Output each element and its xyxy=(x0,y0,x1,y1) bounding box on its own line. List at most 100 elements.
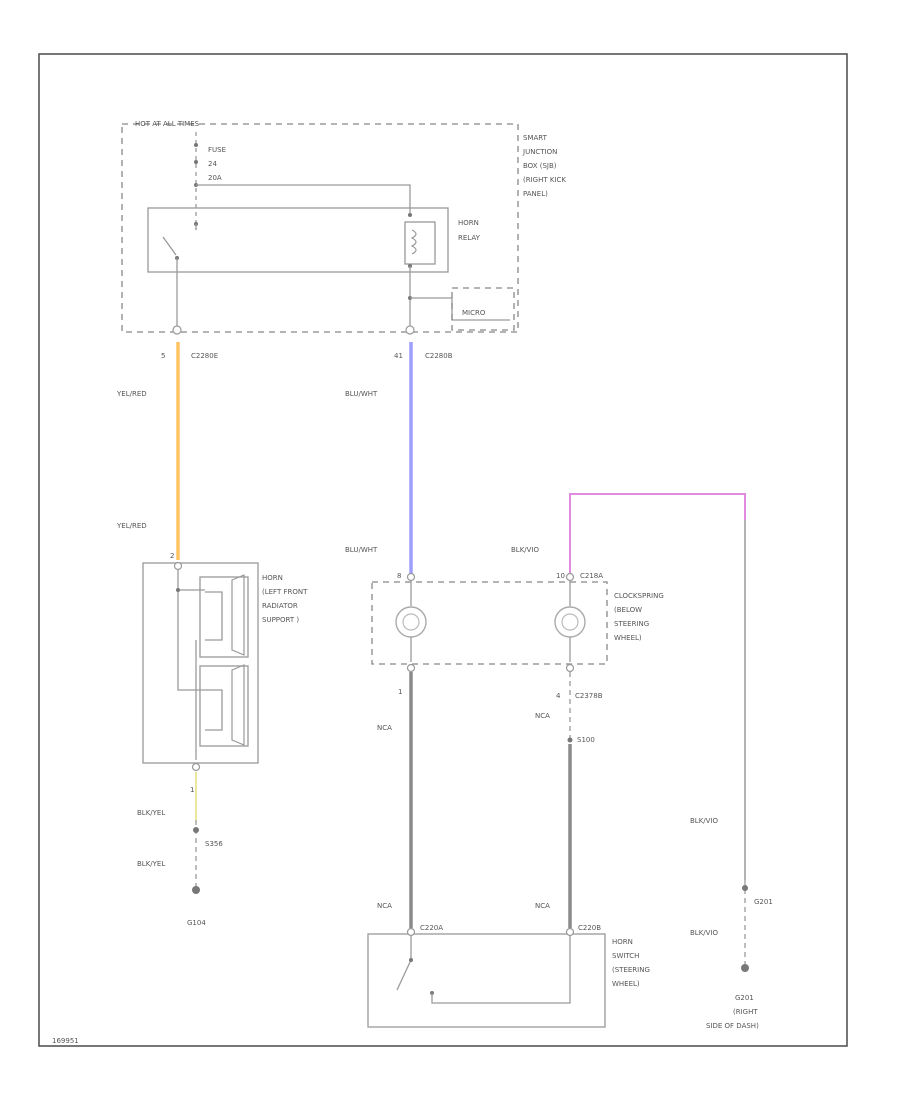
micro-box xyxy=(451,287,515,331)
c2280e-pin-number: 5 xyxy=(161,352,165,360)
svg-text:(RIGHT KICK: (RIGHT KICK xyxy=(523,176,566,184)
svg-text:CLOCKSPRING: CLOCKSPRING xyxy=(614,592,664,600)
nca-label-bottom-left: NCA xyxy=(377,902,392,910)
clockspring-pin-right-top xyxy=(565,572,575,582)
figure-id: 169951 xyxy=(52,1037,79,1045)
blk-vio-wire xyxy=(569,493,746,575)
clockspring-label: CLOCKSPRING (BELOW STEERING WHEEL) xyxy=(614,592,664,642)
horn-speaker-lower-coil xyxy=(205,689,223,731)
c220a-pin xyxy=(406,927,416,937)
nca-label-left: NCA xyxy=(377,724,392,732)
horn-speaker-upper-cone xyxy=(231,574,245,656)
c2280b-pin xyxy=(405,325,415,335)
c2280b-pin-number: 41 xyxy=(394,352,403,360)
c218a-label: C218A xyxy=(580,572,603,580)
clockspring-outline xyxy=(371,581,608,665)
c220b-pin xyxy=(565,927,575,937)
s356-label: S356 xyxy=(205,840,223,848)
g201-ground xyxy=(741,964,749,972)
clockspring-pin-right-top-number: 10 xyxy=(556,572,565,580)
svg-text:WHEEL): WHEEL) xyxy=(614,634,642,642)
svg-text:G201: G201 xyxy=(735,994,754,1002)
horn-relay-box xyxy=(147,207,449,273)
svg-text:RADIATOR: RADIATOR xyxy=(262,602,298,610)
horn-pin-top-number: 2 xyxy=(170,552,174,560)
nca-label-mid: NCA xyxy=(535,712,550,720)
switch-blade xyxy=(396,959,412,991)
clockspring-coil-right-inner xyxy=(561,613,579,631)
svg-text:HORN: HORN xyxy=(612,938,633,946)
yel-red-label-upper: YEL/RED xyxy=(116,390,147,398)
blk-vio-label-mid: BLK/VIO xyxy=(690,817,719,825)
svg-text:JUNCTION: JUNCTION xyxy=(522,148,557,156)
clockspring-coil-left-inner xyxy=(402,613,420,631)
switch-contact-top xyxy=(409,958,413,962)
svg-text:(RIGHT: (RIGHT xyxy=(733,1008,758,1016)
blk-vio-label-lower: BLK/VIO xyxy=(690,929,719,937)
micro-label: MICRO xyxy=(462,309,486,317)
svg-text:SIDE OF DASH): SIDE OF DASH) xyxy=(706,1022,759,1030)
horn-feed-junction xyxy=(176,588,180,592)
relay-coil xyxy=(404,221,436,265)
fuse-to-relay-coil-wire xyxy=(196,184,411,215)
svg-text:(BELOW: (BELOW xyxy=(614,606,642,614)
hot-at-all-times-label: HOT AT ALL TIMES xyxy=(135,120,200,128)
svg-text:24: 24 xyxy=(208,160,217,168)
clockspring-pin-left-top-number: 8 xyxy=(397,572,401,580)
fuse-terminal-mid xyxy=(194,160,198,164)
horn-pin-top xyxy=(173,561,183,571)
smart-junction-box-outline xyxy=(121,123,519,333)
c220b-label: C220B xyxy=(578,924,601,932)
s100-splice xyxy=(567,737,573,743)
horn-speaker-upper-coil xyxy=(205,591,223,641)
svg-text:HORN: HORN xyxy=(262,574,283,582)
horn-pin-bottom-number: 1 xyxy=(190,786,194,794)
relay-coil-winding xyxy=(410,229,417,255)
svg-text:STEERING: STEERING xyxy=(614,620,649,628)
horn-speaker-lower-frame xyxy=(199,665,249,747)
svg-text:(STEERING: (STEERING xyxy=(612,966,650,974)
blk-vio-label-upper: BLK/VIO xyxy=(511,546,540,554)
smart-junction-box-label: SMART JUNCTION BOX (SJB) (RIGHT KICK PAN… xyxy=(522,134,566,198)
horn-pin-bottom xyxy=(191,762,201,772)
horn-switch-label: HORN SWITCH (STEERING WHEEL) xyxy=(612,938,650,988)
yel-red-label-lower: YEL/RED xyxy=(116,522,147,530)
diagram-frame xyxy=(38,53,848,1047)
s100-label: S100 xyxy=(577,736,595,744)
micro-wire xyxy=(410,297,510,321)
svg-text:HORN: HORN xyxy=(458,219,479,227)
blk-yel-label-upper: BLK/YEL xyxy=(137,809,165,817)
clockspring-coil-right xyxy=(554,606,586,638)
svg-text:SWITCH: SWITCH xyxy=(612,952,639,960)
clockspring-pin-left-bottom xyxy=(406,663,416,673)
g201-ground-label: G201 (RIGHT SIDE OF DASH) xyxy=(706,994,759,1030)
blu-wht-label-lower: BLU/WHT xyxy=(345,546,378,554)
horn-switch-box xyxy=(367,933,606,1028)
c220a-label: C220A xyxy=(420,924,443,932)
clockspring-pin-right-bottom-number: 4 xyxy=(556,692,561,700)
g104-label: G104 xyxy=(187,919,206,927)
svg-text:20A: 20A xyxy=(208,174,222,182)
svg-text:WHEEL): WHEEL) xyxy=(612,980,640,988)
clockspring-pin-right-bottom xyxy=(565,663,575,673)
relay-coil-terminal-top xyxy=(408,213,412,217)
c2280b-connector-label: C2280B xyxy=(425,352,453,360)
svg-text:SMART: SMART xyxy=(523,134,548,142)
nca-label-bottom-right: NCA xyxy=(535,902,550,910)
blk-yel-label-lower: BLK/YEL xyxy=(137,860,165,868)
fuse-label: FUSE 24 20A xyxy=(208,146,226,182)
svg-text:BOX (SJB): BOX (SJB) xyxy=(523,162,557,170)
clockspring-pin-left-top xyxy=(406,572,416,582)
fuse-terminal-top xyxy=(194,143,198,147)
horn-relay-label: HORN RELAY xyxy=(458,219,481,242)
switch-return-wire xyxy=(431,936,571,1004)
horn-body-box xyxy=(142,562,259,764)
horn-feed-lower xyxy=(177,590,205,691)
s356-splice xyxy=(193,827,199,833)
blu-wht-label-upper: BLU/WHT xyxy=(345,390,378,398)
c2378b-label: C2378B xyxy=(575,692,603,700)
horn-feed-upper xyxy=(177,570,205,591)
horn-speaker-lower-cone xyxy=(231,664,245,746)
svg-text:FUSE: FUSE xyxy=(208,146,226,154)
